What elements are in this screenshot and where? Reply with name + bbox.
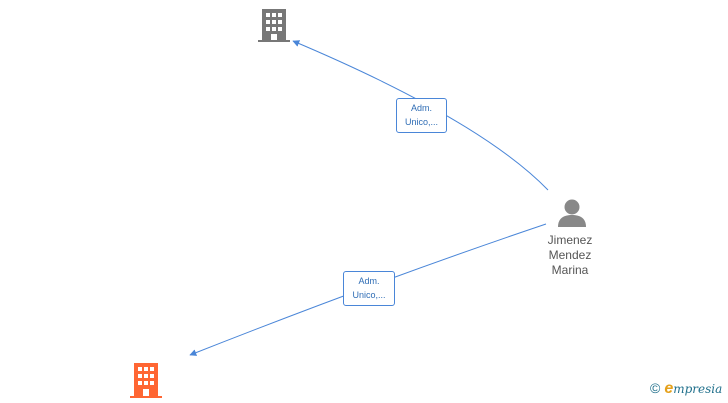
building-icon: [130, 363, 162, 398]
person-name-line: Mendez: [548, 248, 592, 262]
company-node-bottom[interactable]: [130, 362, 162, 398]
edge-label-bottom[interactable]: Adm. Unico,...: [343, 271, 395, 306]
person-name-line: Marina: [551, 263, 589, 277]
edge-label-line: Adm.: [358, 276, 380, 286]
edge-label-line: Unico,...: [404, 117, 438, 127]
person-name: Jimenez Mendez Marina: [530, 233, 610, 278]
brand-watermark: ©empresia: [650, 380, 722, 398]
person-node[interactable]: [556, 198, 588, 228]
copyright-icon: ©: [650, 380, 661, 396]
person-icon: [558, 199, 586, 227]
edge-label-line: Unico,...: [352, 290, 386, 300]
person-name-line: Jimenez: [547, 233, 593, 247]
edge-label-line: Adm.: [410, 103, 432, 113]
company-node-top[interactable]: [258, 8, 290, 42]
brand-logo-text: mpresia: [673, 382, 723, 396]
brand-logo-initial: e: [664, 380, 674, 397]
edge-line-top: [292, 40, 549, 191]
building-icon: [258, 9, 290, 42]
edge-label-top[interactable]: Adm. Unico,...: [396, 98, 447, 133]
